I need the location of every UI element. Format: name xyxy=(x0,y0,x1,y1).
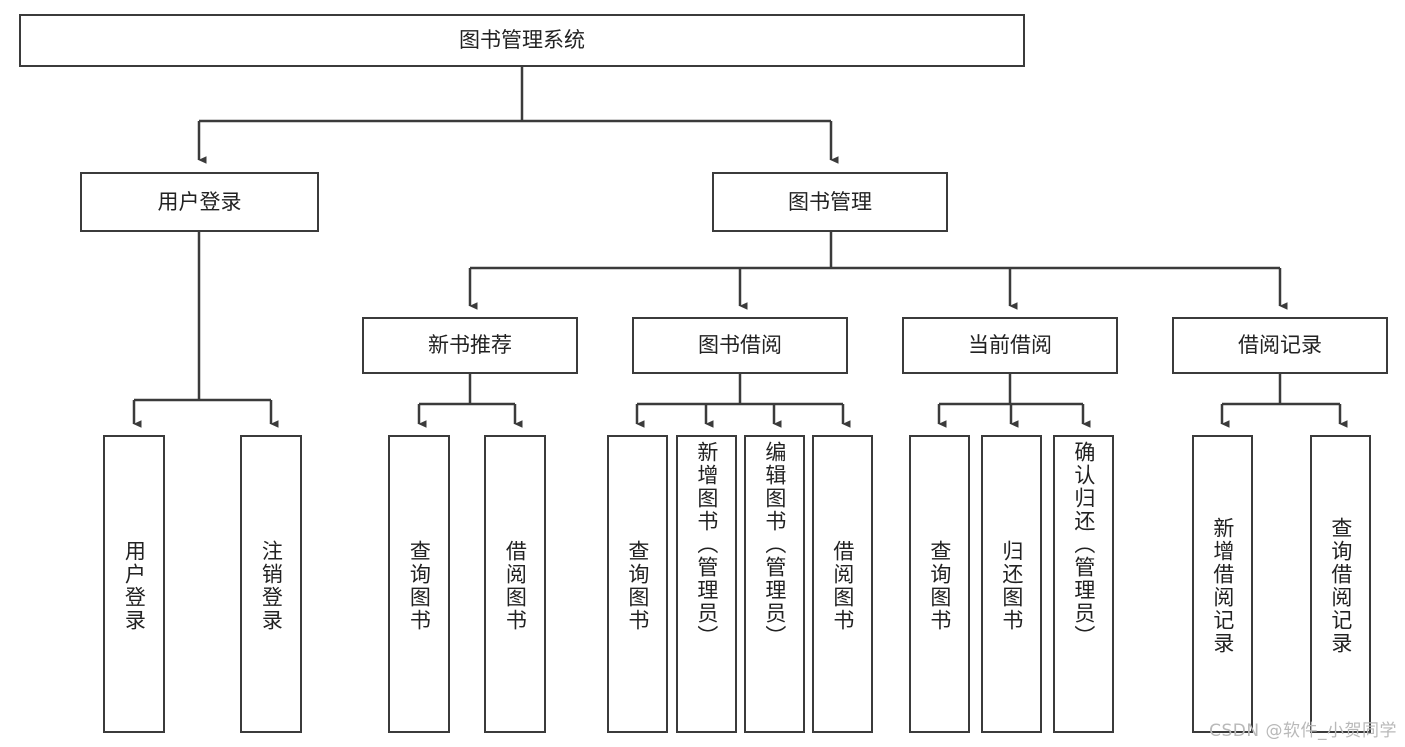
node-leaf-query-book-3-label: 查询图书 xyxy=(927,540,952,632)
node-leaf-query-record-label: 查询借阅记录 xyxy=(1328,517,1353,655)
node-leaf-add-book[interactable]: 新增图书（管理员） xyxy=(676,435,737,733)
node-leaf-add-record-label: 新增借阅记录 xyxy=(1210,517,1235,655)
csdn-watermark: CSDN @软件_小贺同学 xyxy=(1209,721,1397,741)
node-leaf-user-logout[interactable]: 注销登录 xyxy=(240,435,302,733)
node-leaf-user-login-label: 用户登录 xyxy=(122,540,147,632)
node-root-label: 图书管理系统 xyxy=(459,28,585,53)
node-leaf-user-logout-label: 注销登录 xyxy=(259,540,284,632)
node-leaf-edit-book[interactable]: 编辑图书（管理员） xyxy=(744,435,805,733)
node-leaf-edit-book-label: 编辑图书（管理员） xyxy=(762,441,787,648)
node-leaf-query-record[interactable]: 查询借阅记录 xyxy=(1310,435,1371,733)
node-user-login[interactable]: 用户登录 xyxy=(80,172,319,232)
node-leaf-query-book-3[interactable]: 查询图书 xyxy=(909,435,970,733)
node-leaf-return-book[interactable]: 归还图书 xyxy=(981,435,1042,733)
node-leaf-user-login[interactable]: 用户登录 xyxy=(103,435,165,733)
node-new-book-rec-label: 新书推荐 xyxy=(428,333,512,358)
node-book-borrow[interactable]: 图书借阅 xyxy=(632,317,848,374)
node-leaf-add-record[interactable]: 新增借阅记录 xyxy=(1192,435,1253,733)
node-leaf-borrow-book-1[interactable]: 借阅图书 xyxy=(484,435,546,733)
node-user-login-label: 用户登录 xyxy=(157,189,242,214)
node-new-book-rec[interactable]: 新书推荐 xyxy=(362,317,578,374)
node-leaf-borrow-book-2-label: 借阅图书 xyxy=(830,540,855,632)
node-leaf-return-book-label: 归还图书 xyxy=(999,540,1024,632)
node-leaf-add-book-label: 新增图书（管理员） xyxy=(694,441,719,648)
node-leaf-borrow-book-1-label: 借阅图书 xyxy=(503,540,528,632)
node-borrow-record-label: 借阅记录 xyxy=(1238,333,1322,358)
node-borrow-record[interactable]: 借阅记录 xyxy=(1172,317,1388,374)
node-root[interactable]: 图书管理系统 xyxy=(19,14,1025,67)
node-leaf-query-book-1[interactable]: 查询图书 xyxy=(388,435,450,733)
node-current-borrow[interactable]: 当前借阅 xyxy=(902,317,1118,374)
node-book-borrow-label: 图书借阅 xyxy=(698,333,782,358)
node-book-manage[interactable]: 图书管理 xyxy=(712,172,948,232)
node-leaf-query-book-2-label: 查询图书 xyxy=(625,540,650,632)
node-leaf-confirm-return-label: 确认归还（管理员） xyxy=(1071,441,1096,648)
node-leaf-query-book-2[interactable]: 查询图书 xyxy=(607,435,668,733)
node-leaf-borrow-book-2[interactable]: 借阅图书 xyxy=(812,435,873,733)
node-leaf-confirm-return[interactable]: 确认归还（管理员） xyxy=(1053,435,1114,733)
node-current-borrow-label: 当前借阅 xyxy=(968,333,1052,358)
node-book-manage-label: 图书管理 xyxy=(788,189,872,214)
node-leaf-query-book-1-label: 查询图书 xyxy=(407,540,432,632)
